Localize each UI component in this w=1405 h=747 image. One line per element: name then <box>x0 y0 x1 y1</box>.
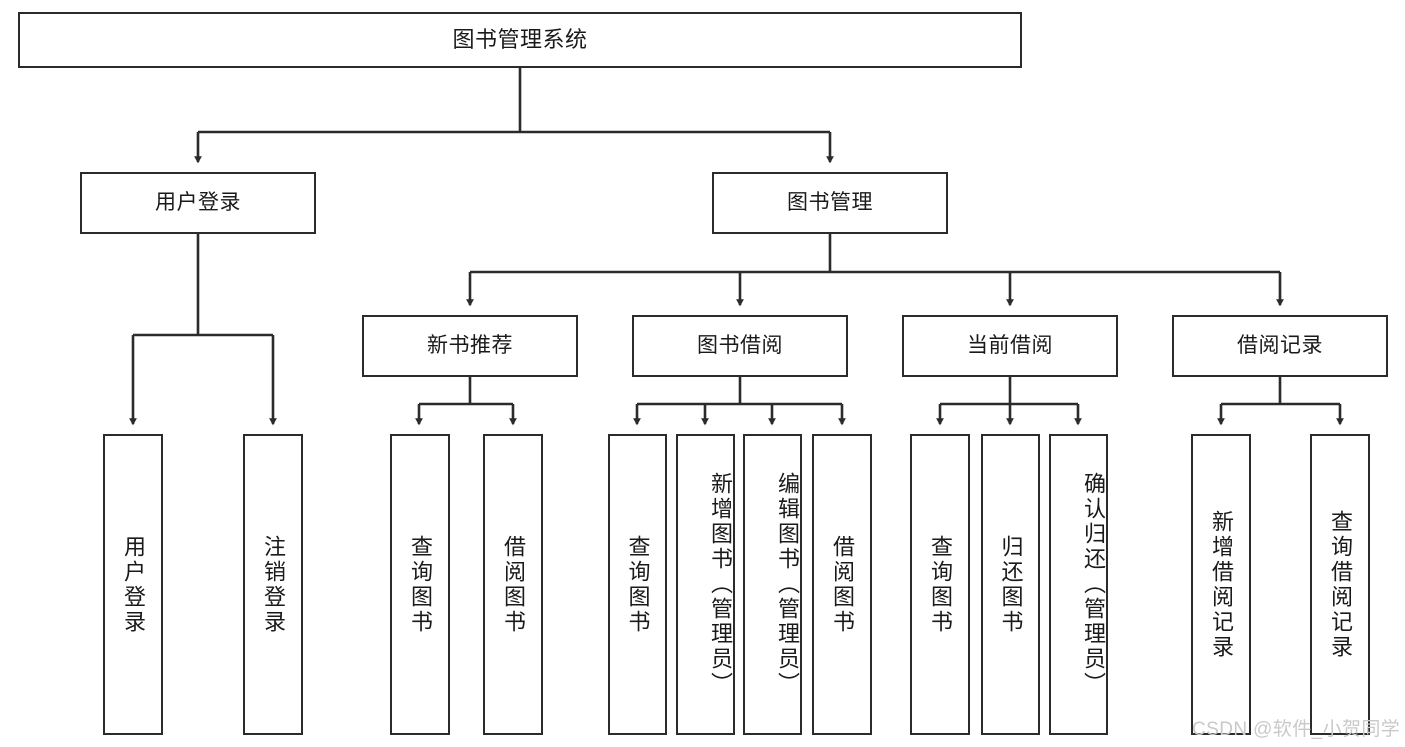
leaf-borrow-book[interactable]: 借阅图书 <box>812 434 872 735</box>
node-label: 图书借阅 <box>697 333 783 357</box>
leaf-add-book[interactable]: 新增图书（管理员） <box>676 434 735 735</box>
node-user-login[interactable]: 用户登录 <box>80 172 316 234</box>
node-label: 用户登录 <box>155 190 241 214</box>
node-label: 借阅记录 <box>1237 333 1323 357</box>
leaf-query-book-current[interactable]: 查询图书 <box>910 434 970 735</box>
leaf-return-book[interactable]: 归还图书 <box>981 434 1040 735</box>
node-book-borrow[interactable]: 图书借阅 <box>632 315 848 377</box>
node-label: 用户登录 <box>120 534 146 635</box>
node-label: 编辑图书（管理员） <box>775 472 800 697</box>
leaf-logout-login[interactable]: 注销登录 <box>243 434 303 735</box>
node-label: 查询图书 <box>625 534 651 635</box>
node-label: 查询图书 <box>927 534 953 635</box>
node-label: 归还图书 <box>998 534 1024 635</box>
node-new-book-recommend[interactable]: 新书推荐 <box>362 315 578 377</box>
leaf-edit-book[interactable]: 编辑图书（管理员） <box>743 434 802 735</box>
node-label: 图书管理系统 <box>452 27 588 53</box>
node-book-manage[interactable]: 图书管理 <box>712 172 948 234</box>
node-label: 查询借阅记录 <box>1327 509 1353 660</box>
node-label: 借阅图书 <box>829 534 855 635</box>
node-borrow-record[interactable]: 借阅记录 <box>1172 315 1388 377</box>
leaf-user-login[interactable]: 用户登录 <box>103 434 163 735</box>
node-label: 借阅图书 <box>500 534 526 635</box>
leaf-query-borrow-record[interactable]: 查询借阅记录 <box>1310 434 1370 735</box>
node-current-borrow[interactable]: 当前借阅 <box>902 315 1118 377</box>
node-label: 图书管理 <box>787 190 873 214</box>
leaf-borrow-book-recommend[interactable]: 借阅图书 <box>483 434 543 735</box>
node-root-system[interactable]: 图书管理系统 <box>18 12 1022 68</box>
leaf-confirm-return[interactable]: 确认归还（管理员） <box>1049 434 1108 735</box>
leaf-add-borrow-record[interactable]: 新增借阅记录 <box>1191 434 1251 735</box>
node-label: 注销登录 <box>260 534 286 635</box>
node-label: 新书推荐 <box>427 333 513 357</box>
node-label: 确认归还（管理员） <box>1081 472 1106 697</box>
node-label: 当前借阅 <box>967 333 1053 357</box>
watermark-text: CSDN @软件_小贺同学 <box>1192 719 1401 740</box>
leaf-query-book-borrow[interactable]: 查询图书 <box>608 434 667 735</box>
node-label: 查询图书 <box>407 534 433 635</box>
node-label: 新增图书（管理员） <box>708 472 733 697</box>
node-label: 新增借阅记录 <box>1208 509 1234 660</box>
leaf-query-book-recommend[interactable]: 查询图书 <box>390 434 450 735</box>
